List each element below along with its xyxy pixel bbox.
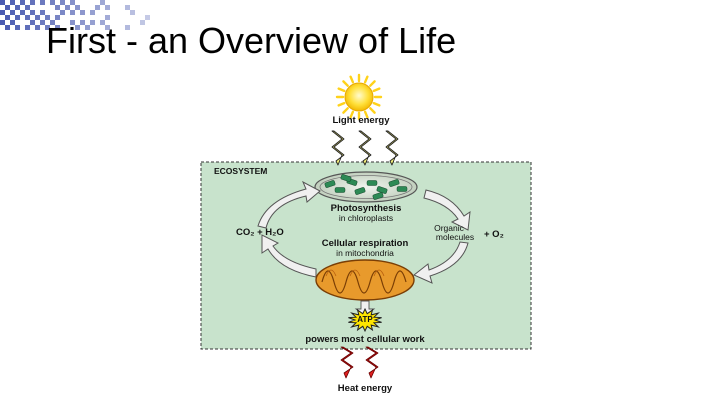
sun-icon xyxy=(337,75,381,119)
heat-bolt-icon xyxy=(366,347,378,378)
heat-bolt-icon xyxy=(341,347,353,378)
light-bolt-icon xyxy=(332,131,344,165)
o2-label: + O₂ xyxy=(484,230,504,240)
heat-energy-bolts xyxy=(341,347,378,378)
chloroplast-icon xyxy=(315,172,417,202)
powers-work-label: powers most cellular work xyxy=(305,335,424,345)
heat-energy-label: Heat energy xyxy=(338,384,392,394)
co2-h2o-label: CO₂ + H₂O xyxy=(236,228,284,238)
mitochondrion-icon xyxy=(316,260,414,300)
light-energy-label: Light energy xyxy=(332,116,389,126)
atp-label: ATP xyxy=(357,316,372,324)
light-bolt-icon xyxy=(359,131,371,165)
in-mitochondria-label: in mitochondria xyxy=(336,249,394,258)
molecules-label: molecules xyxy=(436,233,474,242)
light-bolt-icon xyxy=(386,131,398,165)
in-chloroplasts-label: in chloroplasts xyxy=(339,214,393,223)
ecosystem-label: ECOSYSTEM xyxy=(214,167,267,176)
light-energy-bolts xyxy=(332,131,398,165)
